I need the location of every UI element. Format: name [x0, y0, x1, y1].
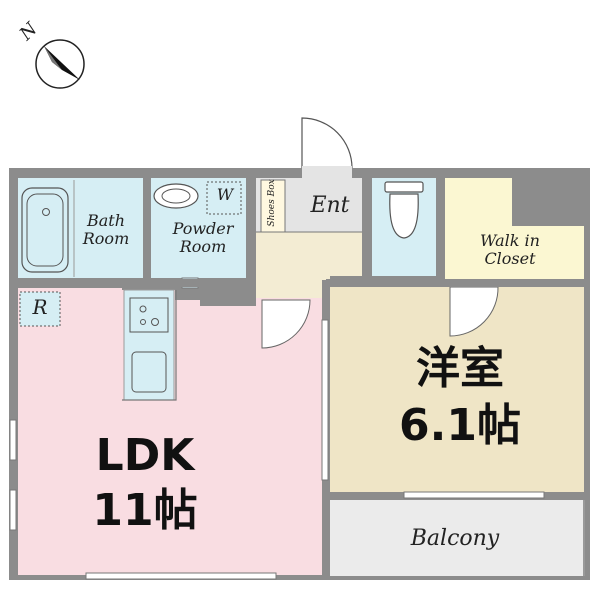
powder-room-label: Powder Room [158, 220, 248, 255]
western-room-door-swing [449, 286, 499, 337]
walk-in-closet-label: Walk in Closet [470, 232, 550, 267]
balcony-floor [330, 500, 584, 576]
ldk-floor-main [18, 290, 322, 575]
stove [129, 297, 169, 333]
burner-3 [140, 319, 146, 325]
kitchen-sink [131, 351, 167, 393]
bath-room-label: Bath Room [76, 212, 136, 247]
washbasin [153, 183, 199, 209]
toilet-bowl [389, 193, 419, 239]
powder-room-label-line1: Powder [172, 219, 234, 238]
hall-floor [256, 232, 362, 298]
entrance-label: Ent [310, 193, 350, 218]
walk-in-closet-label-line2: Closet [484, 248, 536, 268]
walk-in-closet-label-line1: Walk in [480, 231, 540, 250]
bathtub [21, 187, 69, 273]
shoes-box-label: Shoes Box [267, 179, 278, 227]
western-room-label-line1: 洋室 [416, 343, 504, 394]
windows [9, 319, 545, 580]
bath-room-label-line2: Room [82, 228, 130, 248]
counter-edge [122, 290, 177, 401]
fridge-label: R [32, 295, 48, 319]
compass-needle-tail-icon [44, 46, 62, 70]
fridge-space [19, 291, 61, 327]
bath-room-label-line1: Bath [86, 211, 126, 230]
compass-needle-icon [44, 46, 80, 80]
balcony-label: Balcony [410, 526, 500, 551]
bathtub-inner [26, 193, 64, 267]
burner-1 [139, 305, 147, 313]
washbasin-bowl [161, 188, 191, 204]
walk-in-closet-floor [445, 178, 584, 282]
bathtub-drain [42, 208, 50, 216]
burner-2 [151, 318, 159, 326]
ldk-label-line2: 11帖 [92, 485, 198, 536]
powder-room-label-line2: Room [179, 236, 227, 256]
entrance-door-swing [301, 117, 353, 169]
entrance-door-opening [302, 166, 352, 178]
washer-label: W [216, 185, 234, 204]
shoes-box-cabinet [260, 179, 286, 233]
ldk-label-line1: LDK [95, 430, 195, 481]
western-room-label: 洋室 6.1帖 [380, 340, 540, 454]
washer-space [206, 181, 242, 215]
ldk-door-swing [261, 299, 311, 349]
western-room-label-line2: 6.1帖 [399, 400, 521, 452]
compass [35, 39, 85, 89]
ldk-label: LDK 11帖 [70, 428, 220, 538]
toilet-tank [384, 181, 424, 193]
